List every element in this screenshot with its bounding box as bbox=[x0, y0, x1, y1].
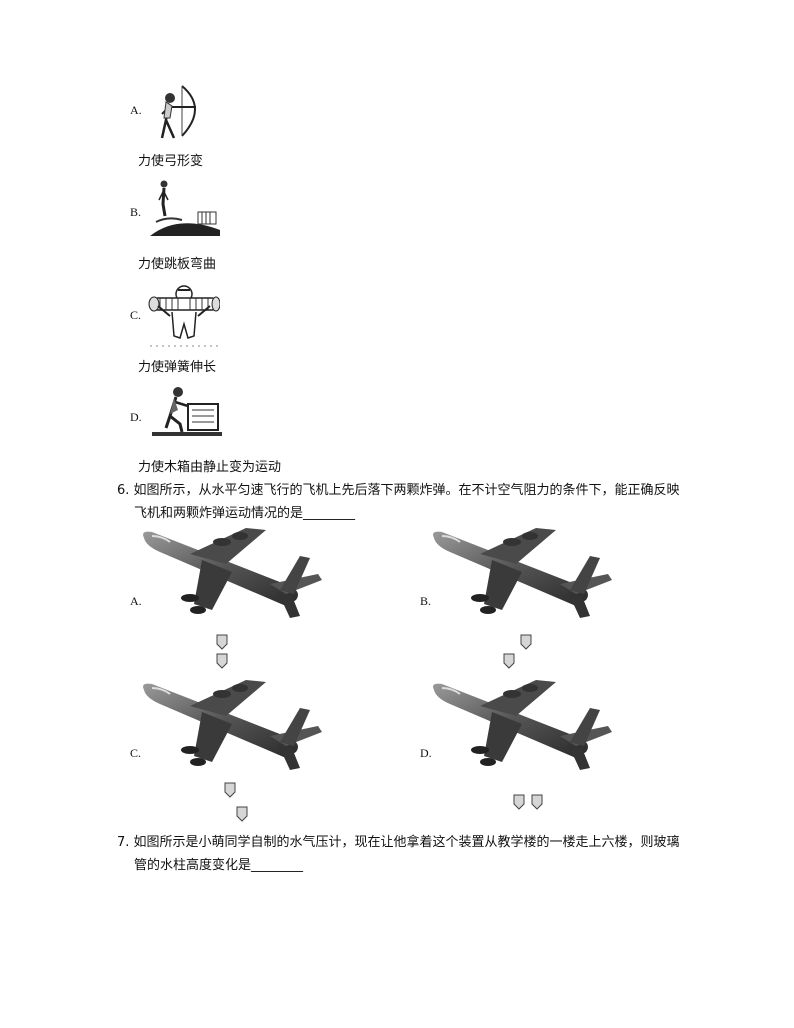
bomb-icon bbox=[531, 794, 543, 810]
bomb-icon bbox=[236, 806, 248, 822]
option-a-caption: 力使弓形变 bbox=[138, 154, 204, 169]
q6-text-line1: 6. 如图所示，从水平匀速飞行的飞机上先后落下两颗炸弹。在不计空气阻力的条件下，… bbox=[117, 483, 680, 498]
bomb-icon bbox=[216, 653, 228, 669]
airplane-icon bbox=[430, 678, 620, 773]
option-a-letter: A. bbox=[130, 103, 142, 117]
q7-text-line1: 7. 如图所示是小萌同学自制的水气压计，现在让他拿着这个装置从教学楼的一楼走上六… bbox=[117, 835, 680, 850]
bomb-icon bbox=[520, 634, 532, 650]
box-pusher-icon bbox=[148, 384, 224, 440]
bomb-icon bbox=[224, 782, 236, 798]
q6-text-line2: 飞机和两颗炸弹运动情况的是________ bbox=[134, 506, 356, 521]
airplane-icon bbox=[430, 526, 620, 621]
q6-option-d-letter: D. bbox=[420, 746, 432, 760]
bomb-icon bbox=[513, 794, 525, 810]
q6-option-c-letter: C. bbox=[130, 746, 142, 760]
bomb-icon bbox=[503, 653, 515, 669]
airplane-icon bbox=[140, 526, 330, 621]
option-d-caption: 力使木箱由静止变为运动 bbox=[138, 460, 282, 475]
bomb-icon bbox=[216, 634, 228, 650]
option-c-caption: 力使弹簧伸长 bbox=[138, 360, 217, 375]
diver-icon bbox=[148, 178, 220, 238]
spring-stretcher-icon bbox=[148, 280, 220, 348]
option-d-letter: D. bbox=[130, 410, 142, 424]
airplane-icon bbox=[140, 678, 330, 773]
q6-option-b-letter: B. bbox=[420, 594, 432, 608]
option-b-caption: 力使跳板弯曲 bbox=[138, 257, 217, 272]
archer-icon bbox=[152, 82, 208, 140]
q7-text-line2: 管的水柱高度变化是________ bbox=[134, 858, 304, 873]
option-c-letter: C. bbox=[130, 308, 142, 322]
option-b-letter: B. bbox=[130, 205, 142, 219]
q6-option-a-letter: A. bbox=[130, 594, 142, 608]
